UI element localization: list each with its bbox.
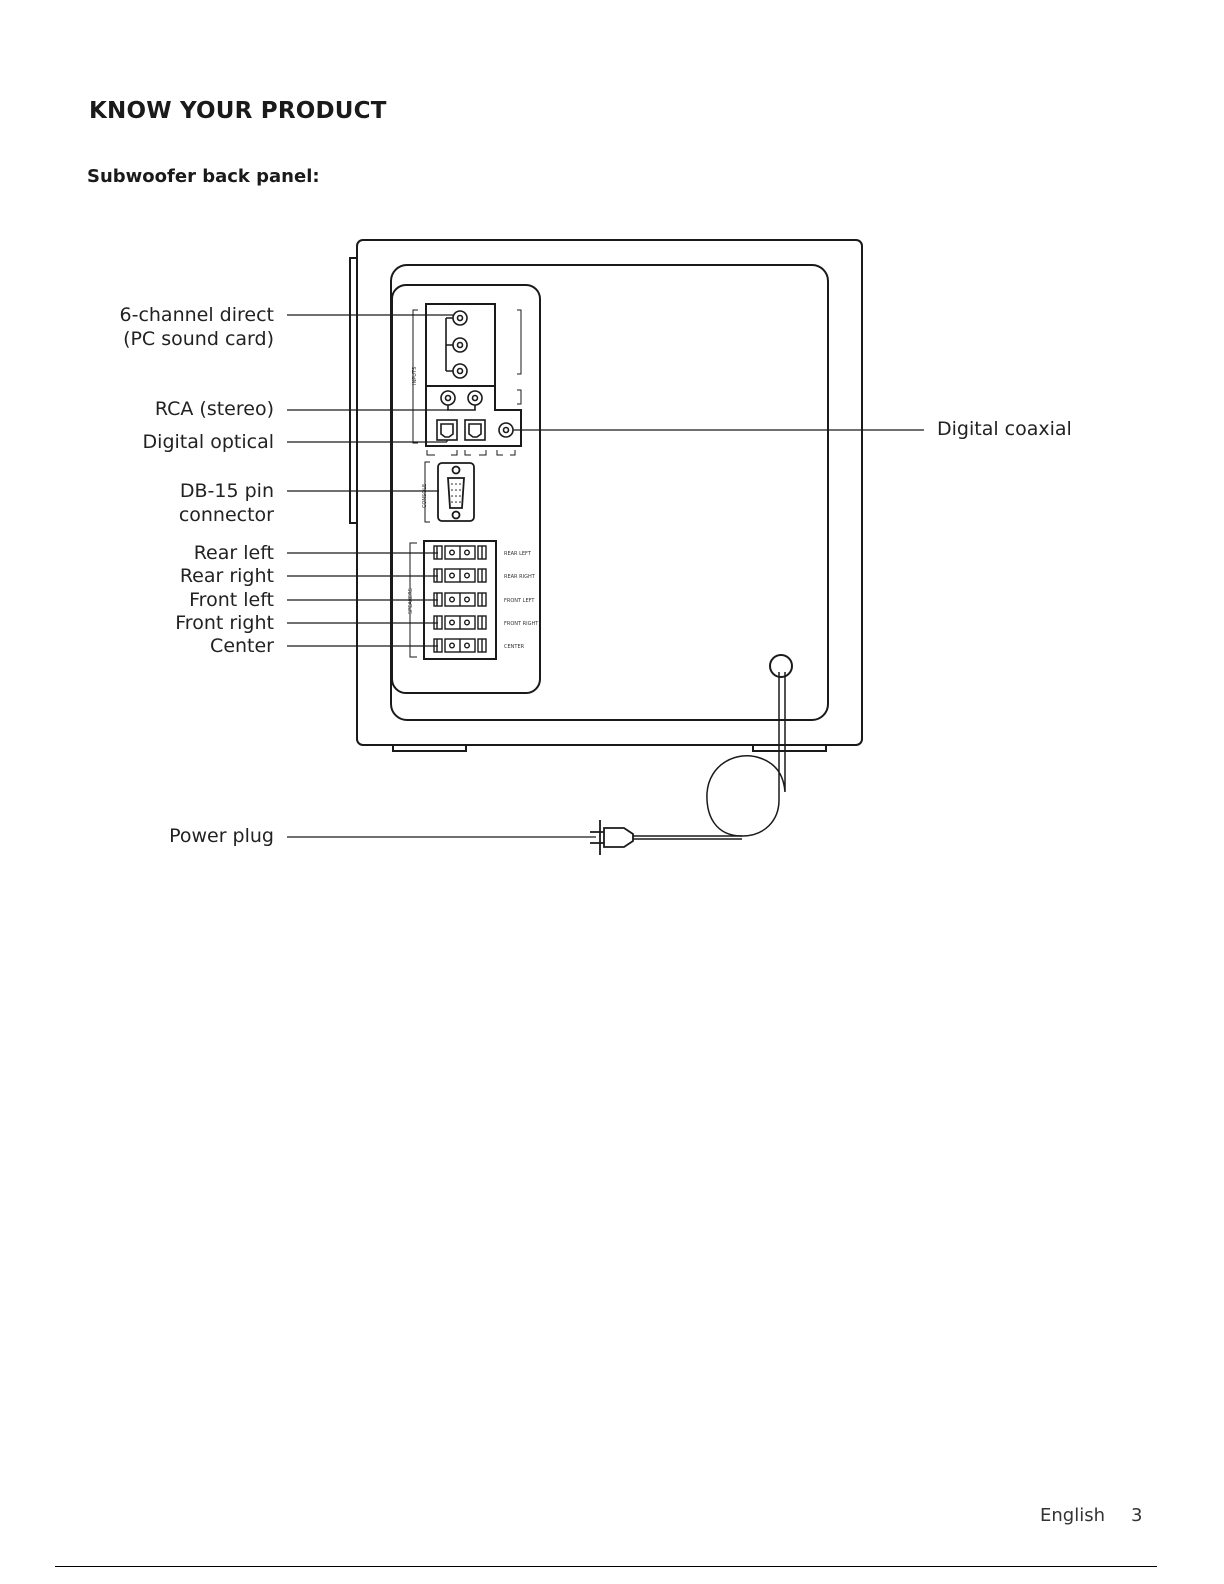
foot-left [393, 745, 466, 751]
rca-jacks [441, 391, 482, 410]
panel-label-front-right: FRONT RIGHT [504, 621, 539, 627]
panel-label-console: CONSOLE [422, 484, 428, 508]
terminal-front-left-icon [434, 593, 486, 606]
panel-label-inputs: INPUTS [412, 367, 418, 385]
terminal-center-icon [434, 639, 486, 652]
optical-ports [437, 420, 485, 440]
terminal-rear-right-icon [434, 569, 486, 582]
six-channel-jacks [446, 311, 467, 378]
power-cord [633, 672, 785, 839]
coaxial-jack-icon [499, 423, 513, 437]
foot-right [753, 745, 826, 751]
connector-plate [392, 285, 540, 693]
power-cord-grommet-icon [770, 655, 792, 677]
panel-label-center: CENTER [504, 644, 525, 650]
terminal-rear-left-icon [434, 546, 486, 559]
speaker-terminals [434, 546, 486, 652]
footer-language: English [1040, 1505, 1105, 1526]
panel-label-rear-left: REAR LEFT [504, 551, 532, 557]
rca-jack-right-icon [468, 391, 482, 405]
footer-divider [55, 1566, 1157, 1567]
panel-label-front-left: FRONT LEFT [504, 598, 535, 604]
rca-jack-left-icon [441, 391, 455, 405]
coaxial-port [499, 423, 513, 437]
panel-label-rear-right: REAR RIGHT [504, 574, 536, 580]
jack-icon [453, 311, 467, 325]
jack-icon [453, 338, 467, 352]
jack-icon [453, 364, 467, 378]
footer-page-number: 3 [1131, 1505, 1142, 1526]
cabinet-side-edge [350, 258, 357, 523]
panel-label-speakers: SPEAKERS [408, 588, 414, 614]
db15-connector-icon [438, 463, 474, 521]
cabinet-outline [357, 240, 862, 745]
terminal-front-right-icon [434, 616, 486, 629]
db15-pins [451, 483, 461, 503]
power-plug-icon [590, 820, 633, 855]
